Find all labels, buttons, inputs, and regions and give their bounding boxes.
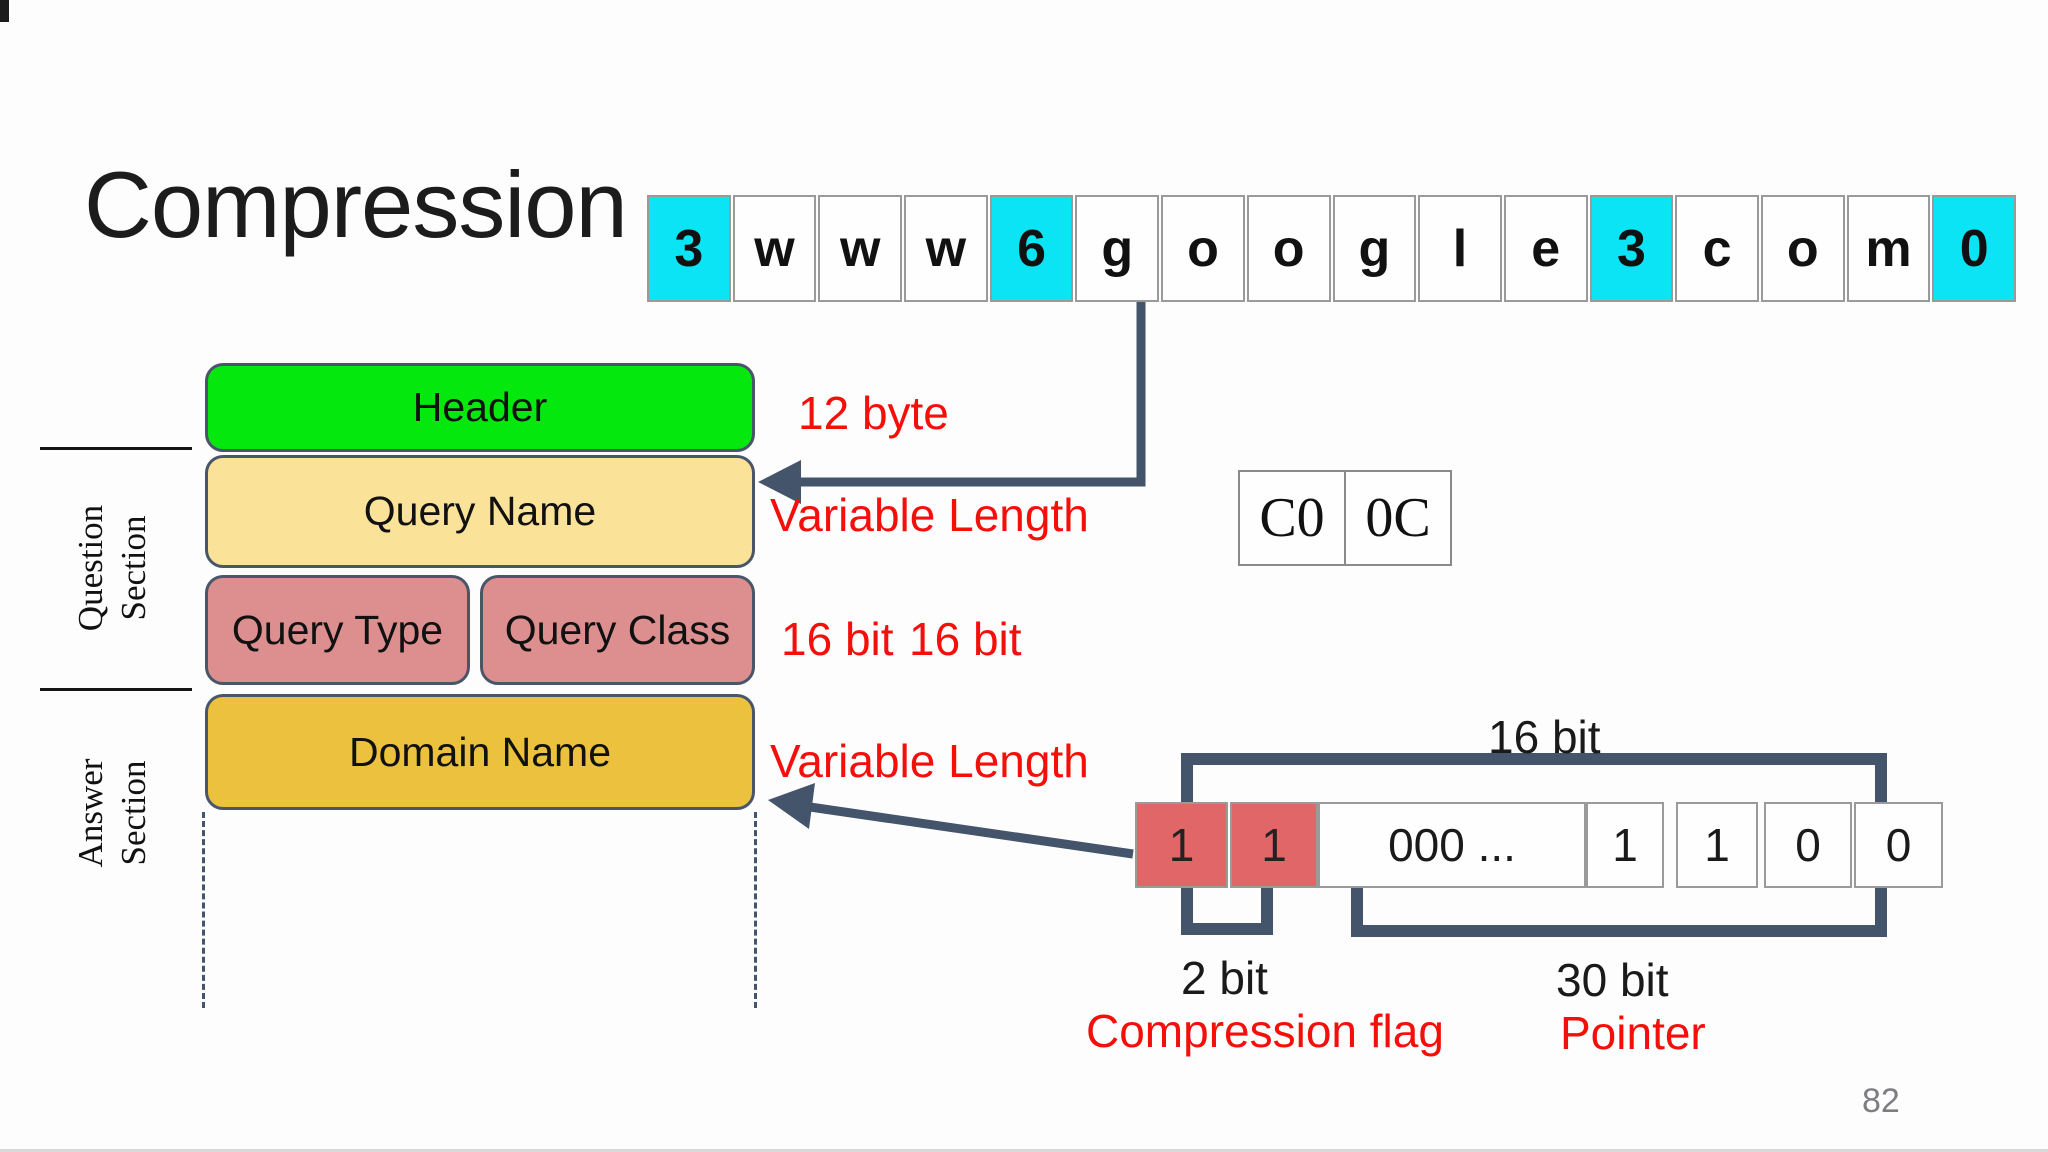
byte-cell-l: l	[1418, 195, 1502, 302]
bit-cell-1: 1	[1230, 802, 1318, 888]
dashed-line-left	[202, 812, 205, 1008]
answer-section-label: Answer Section	[67, 663, 159, 963]
block-query-type-label: Query Type	[231, 606, 444, 653]
pointer-label: Pointer	[1560, 1007, 1706, 1059]
block-query-name: Query Name	[205, 455, 755, 568]
slide-title: Compression	[84, 151, 628, 257]
domain-name-size-label: Variable Length	[770, 735, 1089, 787]
byte-cell-0: 0	[1932, 195, 2016, 302]
pointer-hex-byte2: 0C	[1346, 472, 1450, 564]
answer-section-line2: Section	[114, 760, 153, 866]
byte-cell-m: m	[1846, 195, 1931, 302]
corner-artifact	[0, 0, 9, 22]
pointer-total-bits-label: 16 bit	[1488, 711, 1601, 763]
query-class-size-label: 16 bit	[909, 613, 1022, 665]
byte-cell-o: o	[1760, 195, 1845, 302]
byte-cell-g: g	[1075, 195, 1160, 302]
pointer-hex-bytes-box: C0 0C	[1238, 470, 1452, 566]
bit-cell-0: 1	[1135, 802, 1228, 888]
bit-cell-5: 0	[1764, 802, 1852, 888]
flag-bits-label: 2 bit	[1181, 952, 1268, 1004]
byte-cell-w: w	[818, 195, 903, 302]
block-header-label: Header	[412, 384, 548, 430]
pointer-target-arrow	[758, 302, 1146, 504]
block-domain-name: Domain Name	[205, 694, 755, 810]
bottom-hairline	[0, 1149, 2048, 1152]
bit-cell-6: 0	[1854, 802, 1943, 888]
byte-cell-o: o	[1246, 195, 1331, 302]
bit-cell-3: 1	[1586, 802, 1664, 888]
byte-cell-3: 3	[1589, 195, 1674, 302]
page-number: 82	[1862, 1082, 1900, 1120]
pointer-bits-label: 30 bit	[1556, 954, 1669, 1006]
bracket-30bit	[1351, 884, 1881, 937]
question-section-top-line	[40, 447, 192, 450]
byte-cell-o: o	[1161, 195, 1245, 302]
dashed-line-right	[754, 812, 757, 1008]
block-domain-name-label: Domain Name	[348, 728, 612, 775]
byte-cell-w: w	[904, 195, 988, 302]
question-section-line1: Question	[71, 504, 111, 632]
byte-cell-6: 6	[989, 195, 1074, 302]
block-query-name-label: Query Name	[363, 488, 597, 534]
byte-cell-3: 3	[647, 195, 731, 302]
bit-cell-2: 000 ...	[1318, 802, 1586, 888]
header-size-label: 12 byte	[798, 387, 949, 439]
block-query-class: Query Class	[480, 575, 755, 685]
byte-cell-e: e	[1503, 195, 1588, 302]
byte-cell-g: g	[1332, 195, 1417, 302]
compression-flag-label: Compression flag	[1086, 1005, 1444, 1057]
block-query-class-label: Query Class	[504, 606, 731, 653]
block-query-type: Query Type	[205, 575, 470, 685]
byte-cell-w: w	[732, 195, 817, 302]
block-header: Header	[205, 363, 755, 452]
compressed-name-arrow	[768, 783, 1134, 859]
query-type-size-label: 16 bit	[781, 613, 894, 665]
pointer-hex-byte1: C0	[1240, 472, 1346, 564]
answer-section-top-line	[40, 688, 192, 691]
question-section-line2: Section	[114, 515, 153, 621]
byte-cell-c: c	[1675, 195, 1759, 302]
bracket-2bit	[1187, 884, 1273, 935]
query-name-size-label: Variable Length	[770, 489, 1089, 541]
answer-section-line1: Answer	[71, 758, 111, 868]
bit-cell-4: 1	[1676, 802, 1758, 888]
